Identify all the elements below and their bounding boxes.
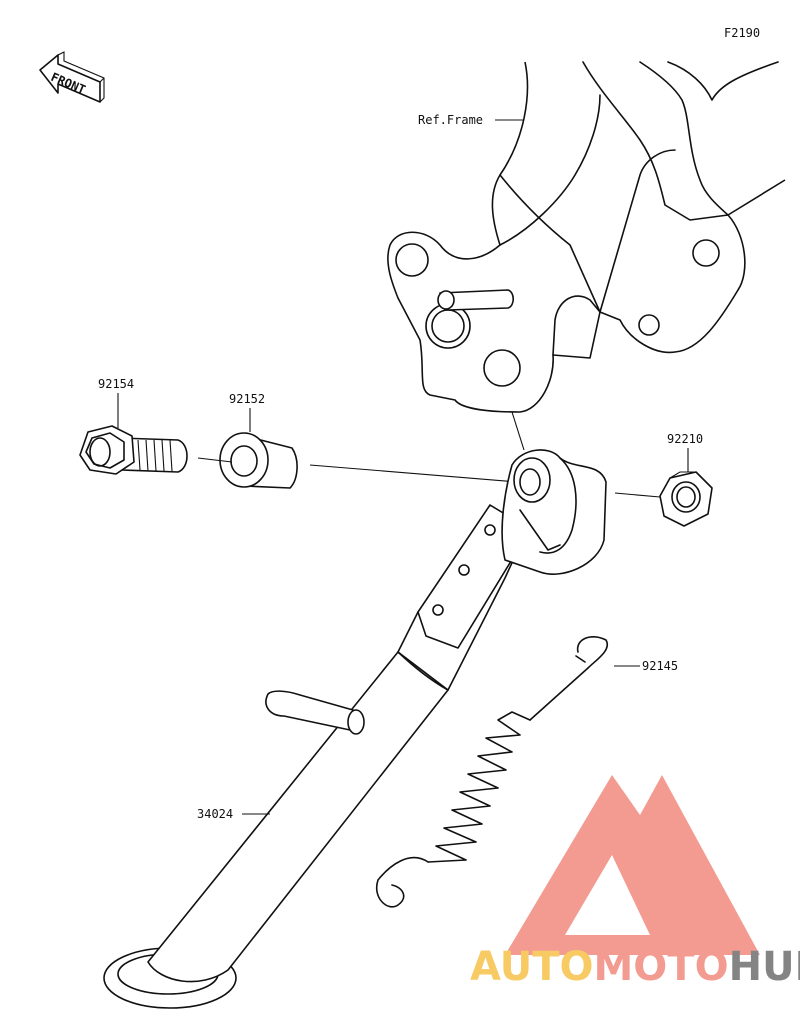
automotohub-logo: AUTOMOTOHUB (470, 775, 800, 990)
watermark-text: AUTOMOTOHUB (470, 944, 800, 990)
bolt-92154 (79, 425, 188, 475)
side-stand-34024 (103, 449, 607, 1009)
watermark-auto: AUTO (470, 944, 594, 990)
frame-outline (387, 61, 786, 413)
collar-92152 (219, 432, 298, 489)
frame-stand-leader (511, 411, 525, 451)
spring-92145 (375, 636, 609, 908)
label-92154: 92154 (98, 377, 134, 391)
diagram-code: F2190 (724, 26, 760, 40)
axis-line-collar (309, 464, 519, 483)
logo-triangle-icon (505, 775, 760, 955)
watermark-moto: MOTO (594, 944, 729, 990)
watermark-hub: HUB (729, 944, 800, 990)
ref-frame-label: Ref.Frame (418, 113, 483, 127)
front-arrow-icon: FRONT (39, 51, 105, 103)
axis-line-nut (614, 492, 661, 498)
label-92210: 92210 (667, 432, 703, 446)
axis-line-bolt (197, 457, 233, 463)
label-92145: 92145 (642, 659, 678, 673)
label-92152: 92152 (229, 392, 265, 406)
label-34024: 34024 (197, 807, 233, 821)
nut-92210 (659, 471, 713, 527)
